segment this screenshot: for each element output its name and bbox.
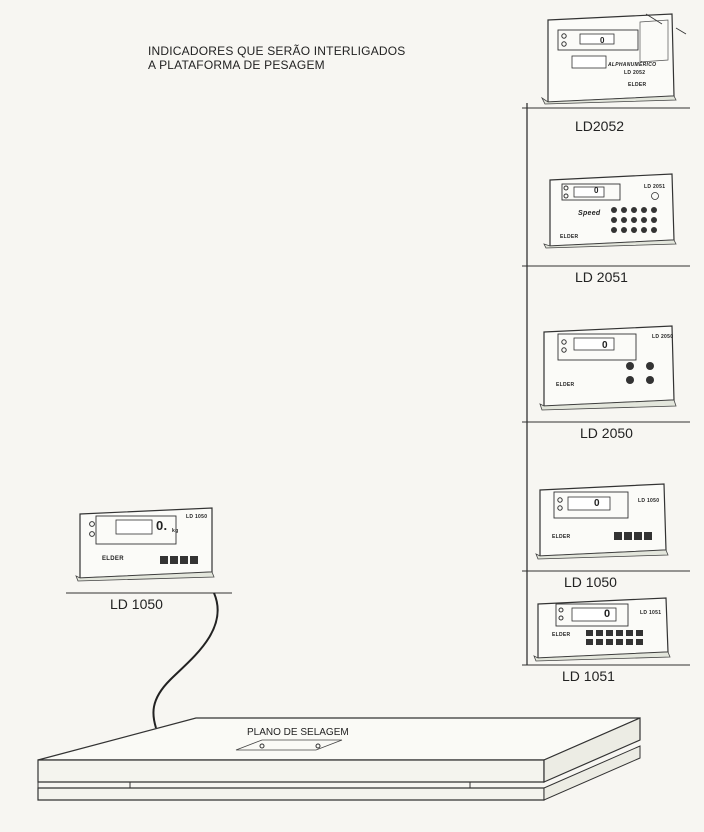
keys-ld1050-right	[614, 532, 652, 540]
panel-code-connected: LD 1050	[186, 514, 208, 520]
indicator-device-ld2051	[543, 173, 677, 249]
platform-label: PLANO DE SELAGEM	[247, 727, 349, 738]
reading-ld1051: 0	[604, 608, 611, 620]
panel-code-ld1050-right: LD 1050	[638, 498, 660, 504]
panel-code-ld2051: LD 2051	[644, 184, 666, 190]
indicator-device-ld2052	[540, 13, 687, 105]
keypad-ld2051	[611, 207, 657, 233]
label-ld1050-right: LD 1050	[564, 574, 617, 590]
reading-ld2051: 0	[594, 186, 599, 195]
maker-connected: ELDER	[102, 556, 124, 562]
keys-connected	[160, 556, 198, 564]
maker-ld1050-right: ELDER	[552, 534, 571, 540]
label-ld2052: LD2052	[575, 118, 625, 134]
panel-code-ld1051: LD 1051	[640, 610, 662, 616]
brand-ld2052: ALPHANUMÉRICO	[608, 62, 657, 68]
unit-connected: kg	[172, 528, 179, 534]
indicator-device-ld2050	[539, 325, 677, 411]
reading-connected: 0.	[156, 518, 168, 533]
connected-indicator-device	[75, 507, 215, 582]
label-ld2050: LD 2050	[580, 425, 633, 441]
reading-ld1050-right: 0	[594, 498, 600, 509]
maker-ld2051: ELDER	[560, 234, 579, 240]
reading-ld2050: 0	[602, 340, 608, 351]
keys-ld2050	[626, 362, 654, 384]
panel-code-ld2052: LD 2052	[624, 70, 646, 76]
connection-cable	[152, 592, 219, 729]
label-ld1051: LD 1051	[562, 668, 615, 684]
maker-ld2052: ELDER	[628, 82, 647, 88]
brand-ld2051: Speed	[578, 210, 601, 217]
label-connected-indicator: LD 1050	[110, 596, 163, 612]
maker-ld2050: ELDER	[556, 382, 575, 388]
weighing-platform	[37, 717, 641, 801]
label-ld2051: LD 2051	[575, 269, 628, 285]
maker-ld1051: ELDER	[552, 632, 571, 638]
keypad-ld1051	[586, 630, 643, 645]
heading-line-1: INDICADORES QUE SERÃO INTERLIGADOS	[148, 44, 406, 58]
panel-code-ld2050: LD 2050	[652, 334, 674, 340]
seal-plane-outline	[235, 739, 343, 751]
diagram-heading: INDICADORES QUE SERÃO INTERLIGADOS A PLA…	[148, 44, 406, 72]
indicator-device-ld1051	[533, 597, 671, 662]
indicator-device-ld1050-right	[535, 483, 669, 560]
heading-line-2: A PLATAFORMA DE PESAGEM	[148, 58, 325, 72]
reading-ld2052: 0	[600, 36, 605, 45]
